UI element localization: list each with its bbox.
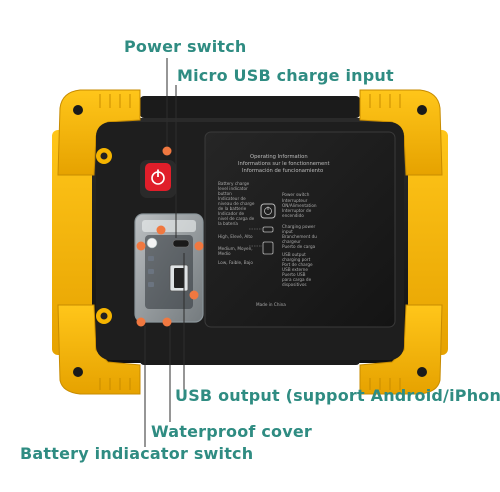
waterproof-cover[interactable]: [134, 213, 204, 323]
level-text: High, Elevé, Alto Medium, Moyen, Medio L…: [218, 234, 254, 265]
usb-output-text: USB output charging port Port de charge …: [282, 252, 314, 287]
battery-indicator-text: Battery charge level indicator button In…: [218, 181, 256, 226]
battery-indicator-button[interactable]: [146, 237, 158, 249]
micro-usb-label: Micro USB charge input: [177, 66, 394, 85]
usb-output-label: USB output (support Android/iPhone): [175, 386, 500, 405]
power-switch-label: Power switch: [124, 37, 247, 56]
charge-input-text: Charging power input Branchement du char…: [282, 224, 318, 249]
callout-markers: [136, 146, 204, 327]
made-in-text: Made in China: [256, 302, 286, 307]
panel-icons: [249, 203, 276, 255]
led-high: [148, 256, 154, 261]
yellow-housing: [52, 89, 448, 395]
led-medium: [148, 269, 154, 274]
waterproof-cover-label: Waterproof cover: [151, 422, 312, 441]
battery-switch-label: Battery indiacator switch: [20, 444, 254, 463]
info-panel-heading: Operating Information Informations sur l…: [238, 154, 331, 174]
power-switch-text: Power switch Interrupteur ON/Alimentatio…: [282, 192, 318, 218]
micro-usb-port[interactable]: [172, 239, 190, 248]
leader-lines: [144, 58, 185, 447]
power-button[interactable]: [140, 160, 176, 198]
info-panel: [204, 131, 396, 328]
led-low: [148, 282, 154, 287]
